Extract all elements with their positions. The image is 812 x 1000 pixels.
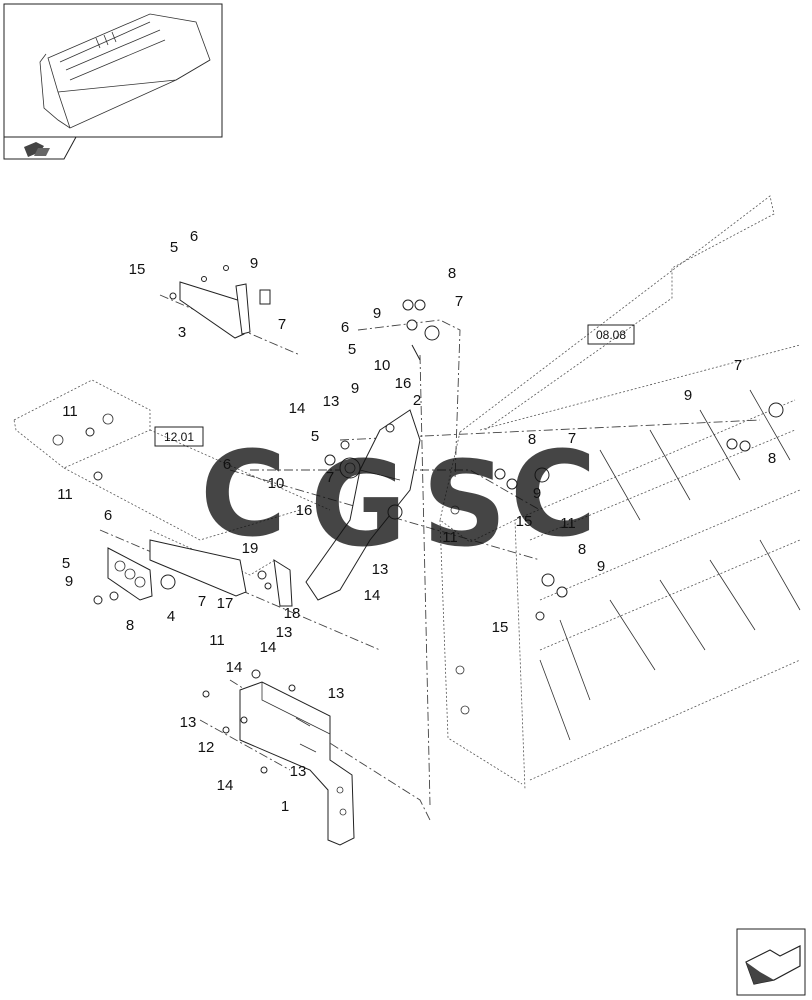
overview-thumbnail[interactable] [3,3,223,138]
callout-label: 14 [226,659,243,676]
reference-label: 08.08 [596,328,626,342]
watermark-letter: S [422,435,507,573]
callout-label: 13 [328,685,345,702]
callout-label: 7 [278,316,286,333]
callout-label: 10 [268,475,285,492]
callout-label: 14 [217,777,234,794]
callout-label: 15 [129,261,146,278]
callout-label: 19 [242,540,259,557]
callout-label: 9 [373,305,381,322]
callout-label: 13 [180,714,197,731]
next-page-arrow-icon[interactable] [736,928,806,996]
part-3-plate [169,265,271,339]
callout-label: 12 [198,739,215,756]
watermark-letter: G [310,435,407,573]
callout-label: 2 [413,392,421,409]
callout-label: 14 [260,639,277,656]
callout-label: 13 [276,624,293,641]
callout-label: 6 [223,456,231,473]
callout-label: 17 [217,595,234,612]
left-platform [13,379,331,576]
callout-label: 13 [323,393,340,410]
watermark-letter: C [200,425,287,563]
callout-label: 7 [326,469,334,486]
callout-label: 9 [250,255,258,272]
callout-label: 5 [348,341,356,358]
callout-label: 18 [284,605,301,622]
callout-label: 4 [167,608,175,625]
callout-label: 11 [62,403,78,420]
callout-label: 8 [448,265,456,282]
callout-label: 14 [364,587,381,604]
callout-label: 9 [597,558,605,575]
callout-label: 7 [734,357,742,374]
callout-label: 9 [684,387,692,404]
callout-label: 9 [351,380,359,397]
callout-label: 14 [289,400,306,417]
reference-box-08-08[interactable]: 08.08 [587,324,635,345]
right-hardware [85,402,784,621]
callout-label: 5 [311,428,319,445]
callout-label: 15 [492,619,509,636]
callout-label: 13 [290,763,307,780]
callout-label: 8 [528,431,536,448]
callout-label: 7 [568,430,576,447]
callout-label: 7 [455,293,463,310]
callout-label: 11 [57,486,73,503]
callout-label: 13 [372,561,389,578]
callout-label: 5 [62,555,70,572]
part-4-plate [93,547,176,605]
parts-17-18-19 [149,539,293,607]
callout-label: 10 [374,357,391,374]
callout-label: 9 [65,573,73,590]
part-2-arm [305,299,440,601]
callout-label: 11 [442,529,458,546]
header-frame [439,195,801,791]
callout-label: 5 [170,239,178,256]
callout-label: 6 [341,319,349,336]
callout-label: 6 [190,228,198,245]
callout-label: 3 [178,324,186,341]
nav-arrow-icon[interactable] [3,136,77,160]
callout-label: 16 [296,502,313,519]
callout-label: 9 [533,485,541,502]
callout-label: 11 [209,632,225,649]
watermark: C G S C [200,425,597,573]
reference-label: 12.01 [164,430,194,444]
callout-label: 8 [768,450,776,467]
callout-label: 11 [560,515,576,532]
watermark-letter: C [510,425,597,563]
callout-label: 8 [126,617,134,634]
callout-label: 15 [516,513,533,530]
callout-label: 1 [281,798,289,815]
callout-label: 6 [104,507,112,524]
part-1-bracket [202,669,355,846]
callout-label: 8 [578,541,586,558]
callout-label: 16 [395,375,412,392]
callout-label: 7 [198,593,206,610]
reference-box-12-01[interactable]: 12.01 [154,426,204,447]
